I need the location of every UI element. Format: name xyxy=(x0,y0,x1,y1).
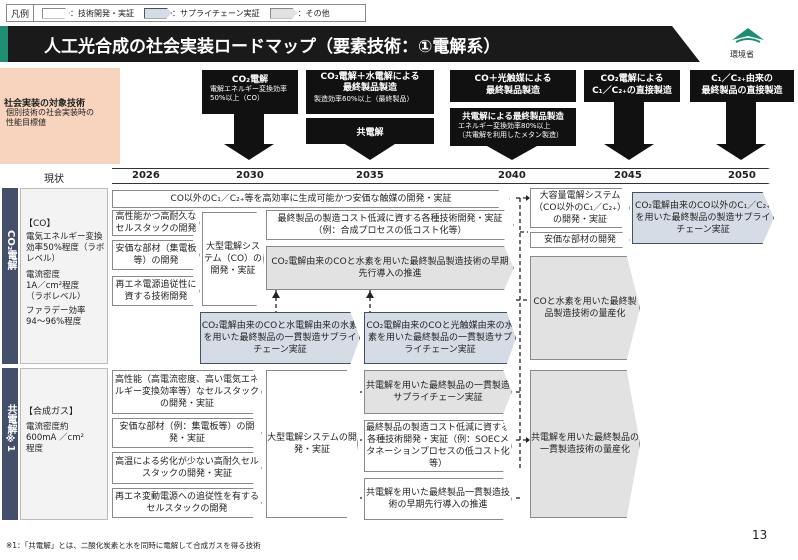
box-co2-early: CO₂電解由来のCOと水素を用いた最終製品製造技術の早期先行導入の推進 xyxy=(266,246,514,290)
box-co-large-system: 大型電解システムの開発・実証 xyxy=(266,370,358,518)
timeline-current: 現状 xyxy=(44,174,64,185)
legend-swatch-dev xyxy=(42,7,71,19)
arrow-2045 xyxy=(604,102,654,160)
row-label-co-text: 共電解※1 xyxy=(5,404,16,452)
box-co2-stack: 高性能かつ高耐久なセルスタックの開発 xyxy=(112,210,200,236)
box-co-temp: 高温による劣化が少ない高耐久セルスタックの開発・実証 xyxy=(112,452,262,484)
milestone-arrows xyxy=(224,102,766,160)
legend-swatch-sc xyxy=(144,7,173,19)
title-banner xyxy=(0,26,700,62)
legend-item-sc: ：サプライチェーン実証 xyxy=(144,7,260,19)
arrow-2050 xyxy=(716,102,766,160)
box-co-sc: 共電解を用いた最終製品の一貫製造サプライチェーン実証 xyxy=(364,370,512,414)
milestone-coelectrolysis-product: 共電解による最終製品製造 エネルギー変換効率80%以上 （共電解を利用したメタン… xyxy=(450,108,576,146)
status-title-co2: 【CO】 xyxy=(24,219,56,229)
title-accent xyxy=(0,26,8,62)
timeline-year-2035: 2035 xyxy=(356,170,384,181)
page-title: 人工光合成の社会実装ロードマップ（要素技術：①電解系） xyxy=(44,37,501,57)
box-co2-largecap: 大容量電解システム（CO以外のC₁／C₂₊）の開発・実証 xyxy=(530,188,630,228)
ministry-logo-text: 環境省 xyxy=(730,50,754,59)
status-item-co2-1: 電気エネルギー変換効率50%程度（ラボレベル） xyxy=(26,232,105,264)
box-co2-large-system: 大型電解システム（CO）の開発・実証 xyxy=(202,212,264,306)
arrow-2040 xyxy=(487,146,537,160)
box-co-cost: 最終製品の製造コスト低減に資する各種技術開発・実証（例：SOECメタネーションプ… xyxy=(364,420,512,472)
status-panel-co xyxy=(20,368,108,520)
timeline-year-2030: 2030 xyxy=(236,170,264,181)
box-co-reene: 再エネ変動電源への追従性を有するセルスタックの開発 xyxy=(112,488,262,518)
box-co2-member: 安価な部材（集電板等）の開発 xyxy=(112,240,200,270)
timeline-year-2050: 2050 xyxy=(728,170,756,181)
target-panel xyxy=(0,68,120,164)
legend-swatch-other xyxy=(269,7,298,19)
row-label-co2 xyxy=(2,188,18,364)
box-co2-member2: 安価な部材の開発 xyxy=(530,232,630,248)
timeline-year-2026: 2026 xyxy=(132,170,160,181)
box-co2-sc-c1c2: CO₂電解由来のCO以外のC₁／C₂₊を用いた最終製品の製造サプライチェーン実証 xyxy=(632,192,774,244)
box-co2-sc-water: CO₂電解由来のCOと水電解由来の水素を用いた最終製品の一貫製造サプライチェーン… xyxy=(200,312,360,364)
status-item-co2-3: ファラデー効率 94〜96%程度 xyxy=(26,306,86,327)
milestone-coelectrolysis: 共電解 xyxy=(306,118,434,144)
legend-title: 凡例 xyxy=(7,5,35,21)
arrow-2030 xyxy=(224,114,274,160)
arrow-2035 xyxy=(345,144,395,160)
row-label-co xyxy=(2,368,18,520)
box-co2-sc-photo: CO₂電解由来のCOと光触媒由来の水素を用いた最終製品の一貫製造サプライチェーン… xyxy=(364,312,516,364)
status-title-co: 【合成ガス】 xyxy=(24,407,79,417)
box-co2-mass: COと水素を用いた最終製品製造技術の量産化 xyxy=(530,256,640,360)
status-panel-co2 xyxy=(20,188,108,364)
ministry-logo-icon xyxy=(732,28,764,43)
box-co2-reene: 再エネ電源追従性に資する技術開発 xyxy=(112,276,200,306)
milestone-direct-product: C₁／C₂₊由来の 最終製品の直接製造 xyxy=(690,70,794,102)
box-co2-cost: 最終製品の製造コスト低減に資する各種技術開発・実証（例：合成プロセスの低コスト化… xyxy=(266,210,514,240)
timeline-bar xyxy=(112,168,788,184)
row-label-co2-text: CO₂電解 xyxy=(5,230,16,271)
page-number: 13 xyxy=(752,528,768,542)
box-co-early: 共電解を用いた最終製品一貫製造技術の早期先行導入の推進 xyxy=(364,478,512,520)
timeline-year-2045: 2045 xyxy=(614,170,642,181)
legend-item-dev: ：技術開発・実証 xyxy=(42,7,134,19)
box-co2-catalyst: CO以外のC₁／C₂₊等を高効率に生成可能かつ安価な触媒の開発・実証 xyxy=(112,190,510,208)
legend: 凡例 ：技術開発・実証 ：サプライチェーン実証 ：その他 xyxy=(6,4,366,22)
box-co-stack: 高性能（高電流密度、高い電気エネルギー変換効率等）なセルスタックの開発・実証 xyxy=(112,370,262,414)
milestone-co2-electrolysis: CO₂電解 電解エネルギー変換効率50%以上（CO） xyxy=(202,70,298,114)
box-co-mass: 共電解を用いた最終製品の一貫製造技術の量産化 xyxy=(530,370,640,518)
milestone-co2-water: CO₂電解＋水電解による 最終製品製造 製造効率60%以上（最終製品） xyxy=(306,70,434,114)
legend-item-other: ：その他 xyxy=(269,7,330,19)
footnote: ※1：「共電解」とは、二酸化炭素と水を同時に電解して合成ガスを得る技術 xyxy=(6,541,261,550)
timeline-year-2040: 2040 xyxy=(498,170,526,181)
status-item-co-1: 電流密度約 600mA ／cm² 程度 xyxy=(26,422,84,454)
box-co-member: 安価な部材（例：集電板等）の開発・実証 xyxy=(112,418,262,448)
target-title: 社会実装の対象技術 xyxy=(4,99,86,109)
target-subtitle: 個別技術の社会実装時の 性能目標値 xyxy=(6,108,94,127)
milestone-co-photocatalyst: CO＋光触媒による 最終製品製造 xyxy=(450,70,576,102)
milestone-direct-c1c2: CO₂電解による C₁／C₂₊の直接製造 xyxy=(584,70,680,102)
status-item-co2-2: 電流密度 1A／cm²程度 （ラボレベル） xyxy=(26,270,86,302)
